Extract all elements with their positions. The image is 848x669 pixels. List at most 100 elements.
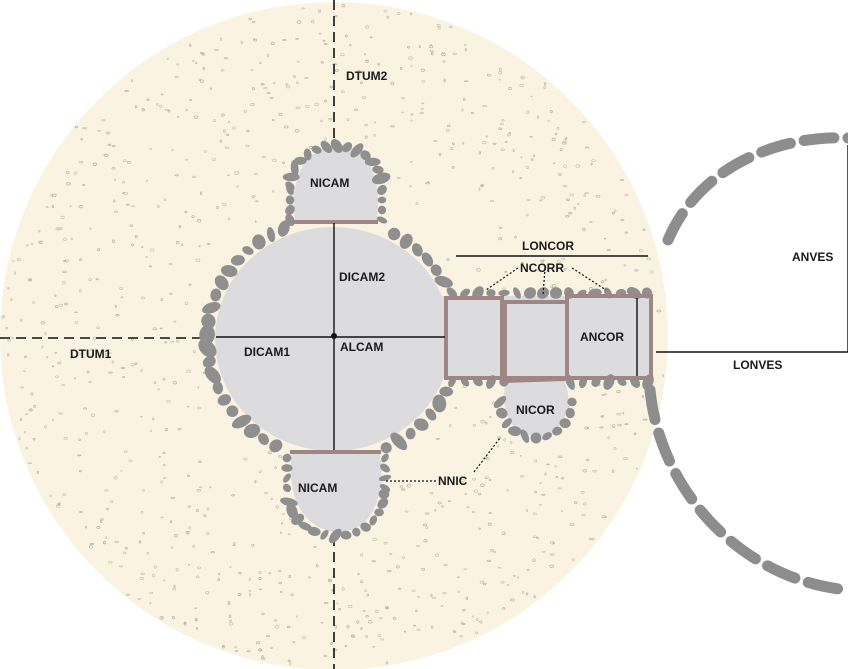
mound-speckle [105, 536, 108, 540]
mound-speckle [261, 612, 265, 616]
mound-speckle [187, 405, 190, 408]
mound-speckle [51, 205, 54, 209]
wall-stone [293, 156, 307, 165]
mound-speckle [604, 237, 607, 240]
wall-stone [330, 139, 343, 153]
mound-speckle [217, 578, 220, 582]
mound-speckle [258, 470, 262, 473]
wall-stone [460, 288, 470, 298]
mound-speckle [539, 482, 542, 484]
mound-speckle [184, 210, 188, 214]
wall-stone [277, 220, 290, 237]
mound-speckle [399, 485, 404, 489]
mound-speckle [162, 377, 166, 381]
mound-speckle [577, 203, 580, 205]
mound-speckle [108, 371, 113, 374]
wall-stone [204, 366, 221, 384]
mound-speckle [194, 607, 198, 610]
mound-speckle [429, 43, 433, 46]
mound-speckle [80, 138, 83, 141]
mound-speckle [160, 516, 164, 519]
mound-speckle [284, 125, 289, 129]
mound-speckle [516, 576, 520, 579]
mound-speckle [562, 185, 568, 188]
mound-speckle [173, 320, 177, 323]
mound-speckle [63, 436, 68, 440]
mound-speckle [108, 560, 113, 564]
mound-speckle [251, 21, 256, 24]
wall-stone [320, 529, 329, 540]
mound-speckle [429, 49, 434, 53]
mound-speckle [399, 66, 403, 70]
wall-stone [282, 453, 292, 463]
mound-speckle [64, 259, 69, 263]
mound-speckle [77, 454, 82, 457]
mound-speckle [177, 427, 182, 431]
mound-speckle [198, 486, 203, 489]
wall-stone [513, 287, 521, 299]
wall-stone [530, 432, 542, 444]
wall-stone [374, 508, 384, 517]
mound-speckle [45, 206, 49, 209]
mound-speckle [622, 412, 625, 415]
mound-speckle [449, 25, 453, 29]
mound-speckle [525, 165, 530, 169]
mound-speckle [229, 566, 232, 568]
wall-stone [364, 157, 381, 167]
mound-speckle [616, 390, 621, 394]
mound-speckle [530, 158, 534, 161]
mound-speckle [258, 576, 262, 580]
mound-speckle [124, 90, 129, 93]
mound-speckle [120, 366, 126, 369]
mound-speckle [232, 544, 236, 547]
mound-speckle [19, 418, 22, 422]
mound-speckle [415, 544, 421, 547]
mound-speckle [624, 423, 628, 426]
mound-speckle [12, 260, 15, 263]
mound-speckle [533, 154, 536, 157]
corridor [442, 296, 652, 378]
mound-speckle [558, 172, 562, 176]
mound-speckle [582, 502, 587, 506]
mound-speckle [194, 61, 198, 64]
mound-speckle [344, 644, 348, 648]
mound-speckle [431, 596, 436, 600]
mound-speckle [27, 279, 32, 282]
mound-speckle [526, 213, 529, 217]
mound-speckle [20, 318, 23, 322]
mound-speckle [551, 137, 556, 142]
mound-speckle [74, 321, 79, 325]
mound-speckle [324, 137, 327, 141]
mound-speckle [543, 86, 546, 90]
mound-speckle [60, 226, 63, 231]
vessel-outline-bottom [644, 384, 848, 596]
mound-speckle [498, 67, 503, 72]
mound-speckle [92, 336, 97, 340]
mound-speckle [86, 370, 90, 374]
mound-speckle [216, 206, 219, 210]
mound-speckle [52, 418, 55, 422]
mound-speckle [390, 125, 395, 128]
dtum2-label: DTUM2 [346, 69, 388, 83]
mound-speckle [445, 128, 450, 132]
mound-speckle [7, 287, 10, 290]
mound-speckle [30, 392, 34, 396]
mound-speckle [171, 148, 174, 151]
mound-speckle [103, 541, 106, 545]
mound-speckle [250, 69, 254, 71]
mound-speckle [546, 463, 550, 466]
mound-speckle [365, 135, 368, 139]
mound-speckle [111, 239, 115, 243]
mound-speckle [508, 132, 512, 134]
wall-stone [508, 426, 522, 437]
mound-speckle [541, 550, 546, 553]
mound-speckle [122, 180, 126, 184]
mound-speckle [7, 353, 10, 357]
mound-speckle [395, 565, 400, 569]
mound-speckle [304, 77, 309, 79]
mound-speckle [563, 267, 567, 271]
mound-speckle [227, 217, 231, 221]
mound-speckle [203, 149, 207, 153]
mound-speckle [463, 97, 466, 102]
mound-speckle [266, 91, 271, 94]
